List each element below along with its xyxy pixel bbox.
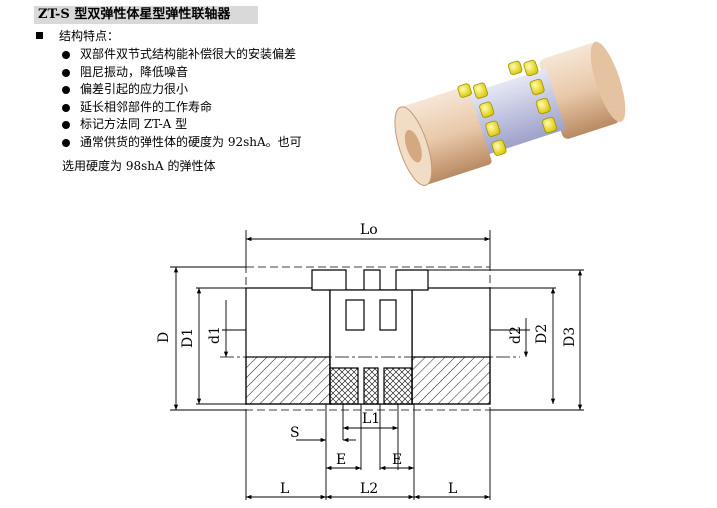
feature-text: 延长相邻部件的工作寿命 [80, 99, 213, 114]
feature-text: 标记方法同 ZT-A 型 [80, 117, 188, 131]
list-item: 通常供货的弹性体的硬度为 92shA。也可 [62, 134, 302, 152]
elastomer-middle [363, 367, 379, 405]
label-E-right: E [392, 452, 402, 468]
jaw-slot-left [345, 299, 365, 331]
page-title: ZT-S 型双弹性体星型弹性联轴器 [38, 7, 231, 22]
label-D: D [156, 332, 172, 343]
bullet-icon [62, 103, 70, 112]
section-heading: 结构特点： [36, 28, 119, 44]
feature-text: 阻尼振动，降低噪音 [80, 64, 189, 79]
list-item: 阻尼振动，降低噪音 [62, 64, 302, 82]
left-hub-hatch [245, 356, 331, 405]
elastomer-stars [457, 59, 557, 156]
feature-continuation: 选用硬度为 98shA 的弹性体 [62, 159, 216, 173]
label-E-left: E [336, 452, 346, 468]
list-item: 延长相邻部件的工作寿命 [62, 99, 302, 117]
list-item: 标记方法同 ZT-A 型 [62, 116, 302, 134]
label-L-left: L [280, 481, 289, 497]
feature-list: 双部件双节式结构能补偿很大的安装偏差 阻尼振动，降低噪音 偏差引起的应力很小 延… [62, 46, 302, 151]
label-D2: D2 [534, 324, 550, 344]
label-Lo: Lo [360, 222, 378, 238]
bore-hole [404, 129, 422, 163]
bullet-icon [62, 68, 70, 77]
right-hub-end [590, 41, 626, 122]
bullet-icon [62, 121, 70, 129]
title-background [34, 6, 258, 24]
section-label: 结构特点： [59, 29, 120, 43]
label-D3: D3 [562, 327, 578, 347]
label-d1: d1 [207, 326, 223, 344]
feature-text: 偏差引起的应力很小 [80, 82, 189, 96]
label-D1: D1 [180, 328, 196, 348]
label-L-right: L [448, 481, 457, 497]
list-item: 双部件双节式结构能补偿很大的安装偏差 [62, 46, 302, 64]
bullet-icon [62, 86, 70, 94]
feature-text: 双部件双节式结构能补偿很大的安装偏差 [80, 47, 297, 61]
list-item: 偏差引起的应力很小 [62, 81, 302, 99]
label-L1: L1 [362, 411, 380, 427]
right-hub-hatch [411, 356, 491, 405]
elastomer-left [329, 367, 359, 405]
jaw-slot-right [379, 299, 397, 331]
label-L2: L2 [360, 481, 378, 497]
label-d2: d2 [508, 326, 524, 344]
label-S: S [290, 425, 300, 441]
bullet-icon [62, 138, 70, 147]
feature-text: 通常供货的弹性体的硬度为 92shA。也可 [80, 134, 302, 149]
square-bullet-icon [36, 32, 43, 39]
elastomer-right [383, 367, 413, 405]
bullet-icon [62, 51, 70, 59]
